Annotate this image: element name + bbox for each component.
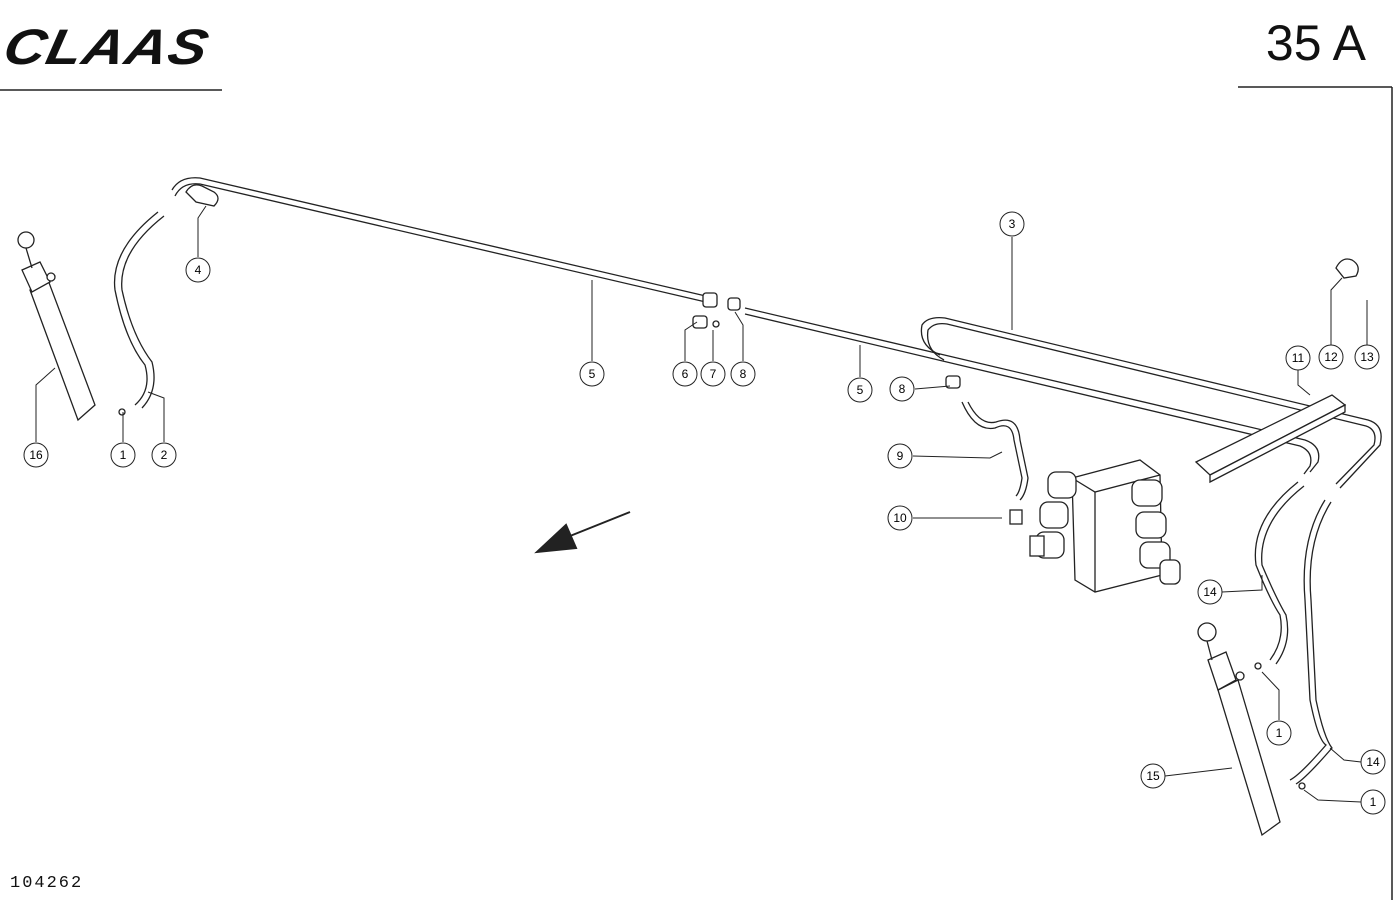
callout-label: 1 xyxy=(120,448,127,462)
callout-4: 4 xyxy=(185,257,211,283)
callout-14: 14 xyxy=(1197,579,1223,605)
hydraulic-pipe-3 xyxy=(920,317,1382,489)
callout-label: 1 xyxy=(1370,795,1377,809)
callout-12: 12 xyxy=(1318,344,1344,370)
leader-lines xyxy=(35,205,1368,803)
callout-11: 11 xyxy=(1285,345,1311,371)
hose-14 xyxy=(1254,481,1333,785)
fittings xyxy=(118,292,1306,790)
callout-6: 6 xyxy=(672,361,698,387)
callout-label: 10 xyxy=(893,511,907,525)
callout-1: 1 xyxy=(110,442,136,468)
callout-label: 12 xyxy=(1324,350,1338,364)
callout-label: 14 xyxy=(1203,585,1217,599)
callout-14: 14 xyxy=(1360,749,1386,775)
document-number: 104262 xyxy=(10,874,84,893)
control-valve-block xyxy=(1009,459,1181,593)
hydraulic-pipe-5 xyxy=(171,177,1320,475)
callout-label: 15 xyxy=(1146,769,1160,783)
callout-15: 15 xyxy=(1140,763,1166,789)
callout-label: 13 xyxy=(1360,350,1374,364)
callout-label: 4 xyxy=(195,263,202,277)
callout-label: 11 xyxy=(1292,351,1305,365)
callout-label: 2 xyxy=(161,448,168,462)
callout-5: 5 xyxy=(579,361,605,387)
callout-label: 16 xyxy=(29,448,43,462)
clamp-4 xyxy=(185,184,219,207)
clamp-12 xyxy=(1335,258,1359,279)
cylinder-16 xyxy=(17,231,96,422)
callout-label: 8 xyxy=(899,382,906,396)
callout-8: 8 xyxy=(889,376,915,402)
callout-label: 7 xyxy=(710,367,717,381)
direction-arrow xyxy=(534,511,631,554)
callout-13: 13 xyxy=(1354,344,1380,370)
callout-9: 9 xyxy=(887,443,913,469)
callout-1: 1 xyxy=(1266,720,1292,746)
cylinder-15 xyxy=(1197,622,1281,837)
callout-7: 7 xyxy=(700,361,726,387)
sheet-border xyxy=(0,86,1393,900)
callout-label: 5 xyxy=(589,367,596,381)
callout-8: 8 xyxy=(730,361,756,387)
callout-1: 1 xyxy=(1360,789,1386,815)
callout-label: 5 xyxy=(857,383,864,397)
callout-5: 5 xyxy=(847,377,873,403)
hydraulic-pipe-9 xyxy=(961,401,1029,501)
callout-label: 8 xyxy=(740,367,747,381)
callout-16: 16 xyxy=(23,442,49,468)
sheet-number: 35 A xyxy=(1265,15,1366,71)
callout-label: 3 xyxy=(1009,217,1016,231)
hose-2 xyxy=(113,211,165,409)
callout-3: 3 xyxy=(999,211,1025,237)
callout-label: 6 xyxy=(682,367,689,381)
clip-rail-11 xyxy=(1194,394,1347,484)
callout-label: 9 xyxy=(897,449,904,463)
callout-10: 10 xyxy=(887,505,913,531)
callout-2: 2 xyxy=(151,442,177,468)
callout-label: 14 xyxy=(1366,755,1380,769)
callout-label: 1 xyxy=(1276,726,1283,740)
